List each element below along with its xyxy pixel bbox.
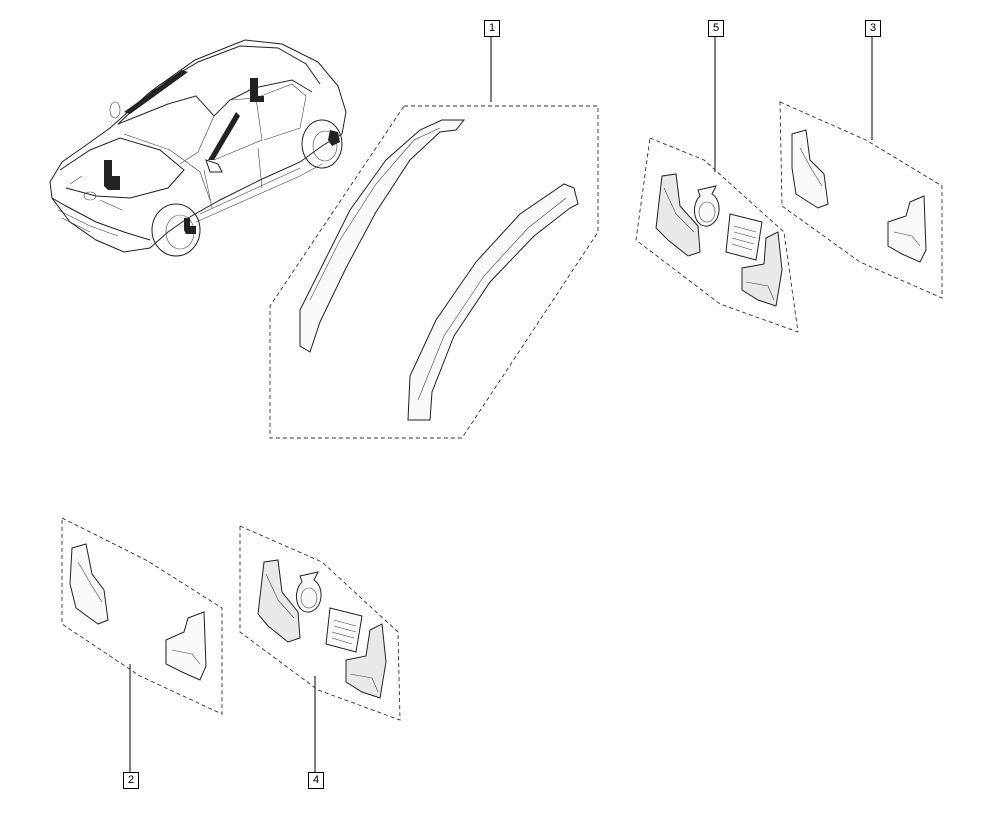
group-3-mudflap-set — [779, 36, 943, 299]
group-2-mudflap-set — [61, 517, 223, 772]
callout-5[interactable]: 5 — [708, 20, 724, 37]
callout-4[interactable]: 4 — [308, 772, 324, 789]
callout-3[interactable]: 3 — [865, 20, 881, 37]
car-illustration — [49, 39, 347, 257]
group-5-mudflap-kit — [635, 36, 799, 333]
group-1-window-deflectors — [269, 36, 599, 439]
callout-1[interactable]: 1 — [484, 20, 500, 37]
group-4-mudflap-kit — [239, 525, 401, 772]
callout-2[interactable]: 2 — [123, 772, 139, 789]
